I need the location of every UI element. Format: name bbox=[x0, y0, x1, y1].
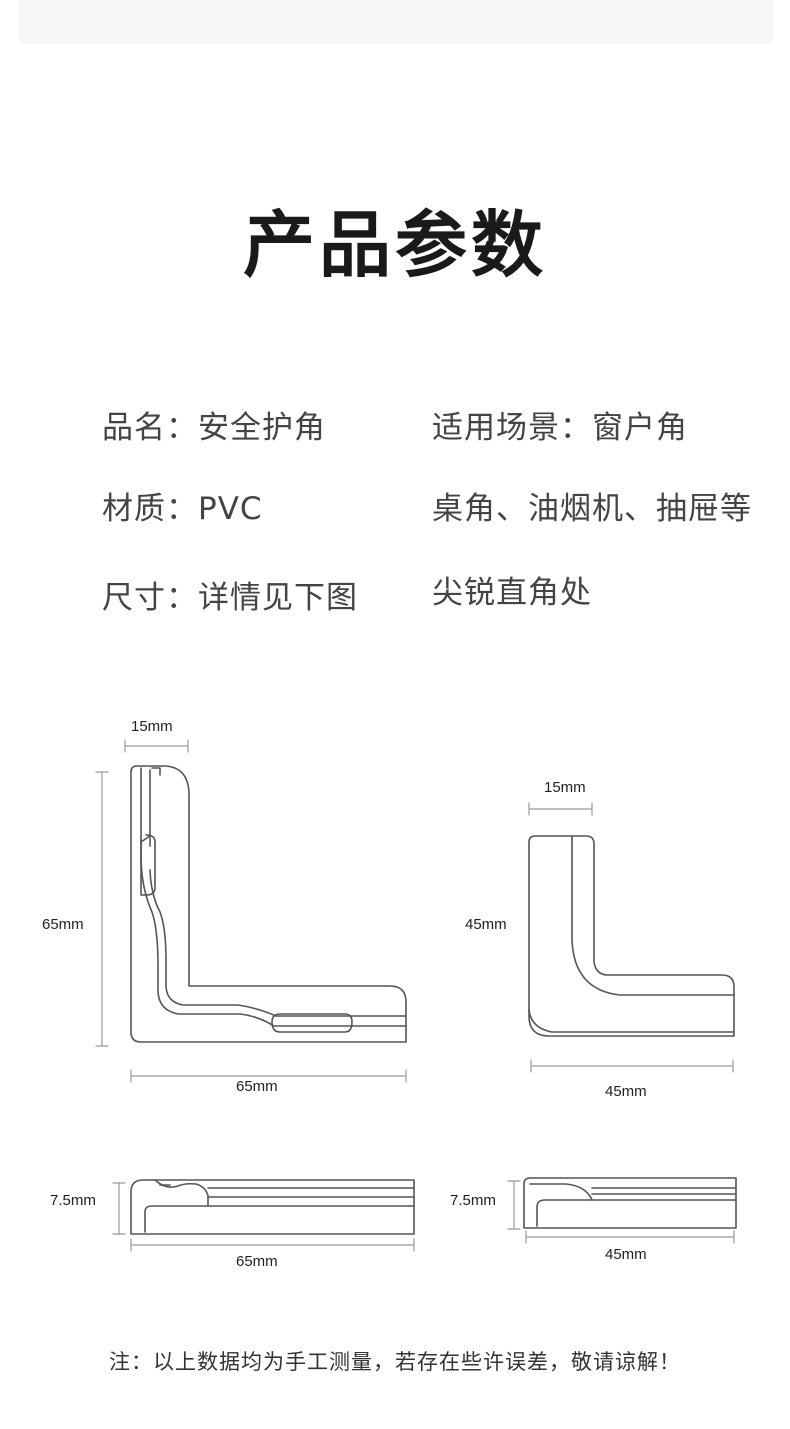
large-corner-front-view bbox=[95, 739, 407, 1083]
measurement-note: 注：以上数据均为手工测量，若存在些许误差，敬请谅解！ bbox=[109, 1350, 681, 1374]
spec-scene-line-1: 适用场景：窗户角 bbox=[432, 410, 688, 446]
spec-size: 尺寸：详情见下图 bbox=[102, 580, 358, 616]
dim-small-front-height: 45mm bbox=[465, 916, 507, 933]
small-corner-side-view bbox=[507, 1177, 737, 1244]
spec-scene-line-2: 桌角、油烟机、抽屉等 bbox=[432, 491, 752, 527]
dim-small-side-width: 45mm bbox=[605, 1246, 647, 1263]
spec-material: 材质：PVC bbox=[102, 491, 263, 527]
top-banner-strip bbox=[18, 0, 774, 44]
dim-small-front-top: 15mm bbox=[544, 779, 586, 796]
dim-large-front-width: 65mm bbox=[236, 1078, 278, 1095]
spec-scene-line-3: 尖锐直角处 bbox=[432, 575, 592, 611]
dim-small-front-width: 45mm bbox=[605, 1083, 647, 1100]
dim-large-front-top: 15mm bbox=[131, 718, 173, 735]
large-corner-side-view bbox=[112, 1179, 415, 1252]
page-title: 产品参数 bbox=[242, 203, 547, 287]
dim-large-side-width: 65mm bbox=[236, 1253, 278, 1270]
small-corner-front-view bbox=[528, 802, 735, 1073]
dim-small-side-height: 7.5mm bbox=[450, 1192, 496, 1209]
spec-product-name: 品名：安全护角 bbox=[102, 410, 326, 446]
dim-large-side-height: 7.5mm bbox=[50, 1192, 96, 1209]
dim-large-front-height: 65mm bbox=[42, 916, 84, 933]
